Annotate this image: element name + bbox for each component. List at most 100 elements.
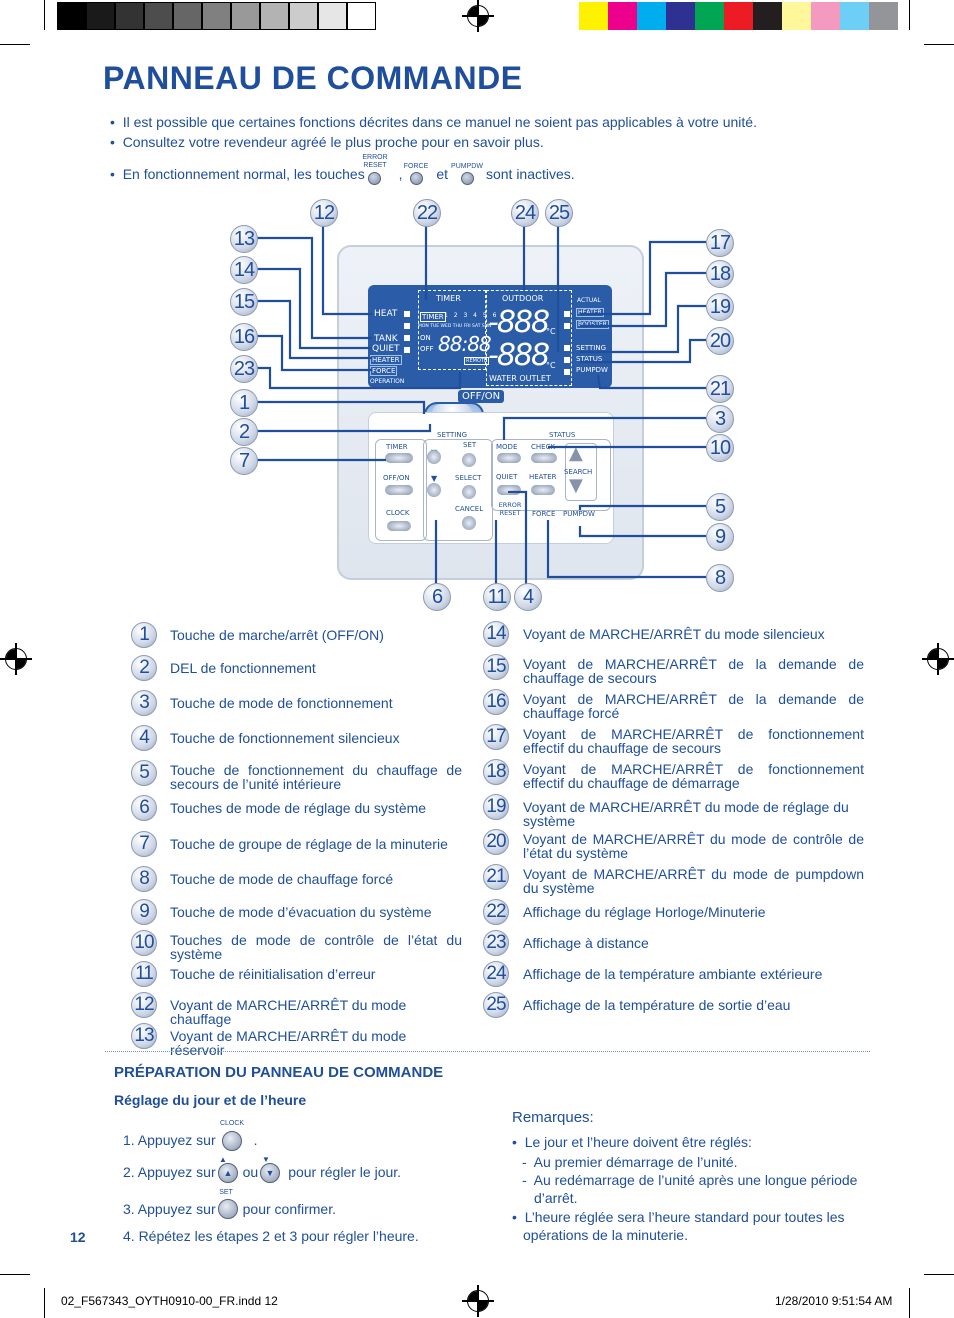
legend-number: 24 (483, 961, 509, 987)
cancel-key[interactable] (462, 516, 476, 530)
crop-mark (44, 1288, 45, 1318)
gray-swatch (86, 2, 115, 30)
legend-number: 11 (131, 961, 157, 987)
lcd-indicator (404, 347, 410, 353)
down-key[interactable] (427, 483, 441, 497)
quiet-key[interactable] (497, 485, 521, 495)
legend-text: Voyant de MARCHE/ARRÊT du mode de contrô… (523, 831, 864, 861)
select-key[interactable] (462, 485, 476, 499)
remark-dash-1: - Au premier démarrage de l’unité. (522, 1154, 738, 1170)
timer-key[interactable] (385, 453, 413, 463)
quiet-key-label: QUIET (496, 473, 518, 481)
footer-date: 1/28/2010 9:51:54 AM (775, 1294, 893, 1308)
lcd-indicator (564, 369, 570, 375)
legend-text: Voyant de MARCHE/ARRÊT du mode chauffage (170, 997, 407, 1027)
lcd-indicator (564, 323, 570, 329)
legend-number: 6 (131, 795, 157, 821)
legend-text: Affichage à distance (523, 935, 649, 951)
color-swatch (782, 2, 811, 30)
legend-text: Voyant de MARCHE/ARRÊT de la demande de … (523, 656, 864, 686)
registration-mark (922, 643, 954, 675)
lcd-deg-bottom: °C (546, 361, 556, 370)
lcd-timer-box (418, 290, 486, 370)
lcd-heater: HEATER (370, 355, 402, 365)
up-arrow-icon: ▲ (219, 1155, 227, 1164)
gray-swatch (260, 2, 289, 30)
prep-subheading: Réglage du jour et de l’heure (114, 1092, 307, 1108)
color-swatch (840, 2, 869, 30)
error-reset-key-label: ERROR RESET (498, 501, 522, 517)
callout-15: 15 (230, 288, 258, 316)
legend-number: 12 (131, 992, 157, 1018)
callout-8: 8 (706, 564, 734, 592)
legend-number: 17 (483, 724, 509, 750)
search-down-icon[interactable]: ▼ (569, 475, 583, 496)
gray-swatch (289, 2, 318, 30)
lcd-heat: HEAT (374, 309, 398, 319)
gray-swatch (173, 2, 202, 30)
clock-button-icon (222, 1131, 242, 1151)
lcd-off: OFF (420, 345, 434, 353)
callout-4: 4 (514, 583, 542, 611)
registration-mark (462, 0, 494, 32)
legend-text: Affichage du réglage Horloge/Minuterie (523, 904, 766, 920)
up-button-icon: ▲ (218, 1163, 238, 1183)
gray-swatch (231, 2, 260, 30)
remark-bullet-1: • Le jour et l’heure doivent être réglés… (512, 1134, 752, 1150)
page-title: PANNEAU DE COMMANDE (103, 60, 523, 96)
color-swatch (695, 2, 724, 30)
color-swatch (637, 2, 666, 30)
gray-swatch (115, 2, 144, 30)
cancel-key-label: CANCEL (455, 505, 484, 513)
error-reset-mini-button (368, 172, 381, 185)
legend-number: 23 (483, 930, 509, 956)
pumpdw-key-label: PUMPDW (563, 510, 595, 518)
clock-key[interactable] (387, 521, 411, 531)
lcd-on: ON (420, 334, 431, 342)
lcd-indicator (404, 311, 410, 317)
legend-number: 15 (483, 654, 509, 680)
set-key[interactable] (462, 453, 476, 467)
callout-5: 5 (706, 493, 734, 521)
heater-key[interactable] (531, 485, 555, 495)
lcd-deg-top: °C (546, 327, 556, 336)
check-key[interactable] (531, 453, 557, 463)
force-mini-label: FORCE (403, 163, 429, 170)
callout-9: 9 (706, 523, 734, 551)
callout-23: 23 (230, 355, 258, 383)
timer-key-label: TIMER (386, 443, 408, 451)
color-swatch (753, 2, 782, 30)
color-swatch (608, 2, 637, 30)
color-swatch (811, 2, 840, 30)
prep-step-1: 1. Appuyez sur. (123, 1132, 258, 1148)
up-key[interactable] (427, 450, 441, 464)
lcd-heater-right: HEATER (576, 308, 604, 317)
force-key-label: FORCE (532, 510, 556, 518)
mode-key[interactable] (497, 453, 521, 463)
legend-text: Voyant de MARCHE/ARRÊT du mode réservoir (170, 1028, 407, 1058)
legend-number: 5 (131, 760, 157, 786)
footer-file: 02_F567343_OYTH0910-00_FR.indd 12 (61, 1294, 278, 1308)
legend-text: Voyant de MARCHE/ARRÊT de la demande de … (523, 691, 864, 721)
heater-key-label: HEATER (529, 473, 557, 481)
set-label: SET (219, 1189, 233, 1196)
callout-14: 14 (230, 256, 258, 284)
legend-text: Touches de mode de réglage du système (170, 800, 427, 816)
timer-offon-key[interactable] (385, 485, 413, 495)
search-key-frame (565, 443, 597, 501)
callout-25: 25 (545, 199, 573, 227)
down-button-icon: ▼ (260, 1163, 280, 1183)
lcd-pumpdw: PUMPDW (576, 366, 608, 374)
callout-24: 24 (511, 199, 539, 227)
legend-text: Touche de groupe de réglage de la minute… (170, 836, 448, 852)
search-up-icon[interactable]: ▲ (569, 443, 583, 464)
pumpdw-mini-label: PUMPDW (451, 163, 483, 170)
legend-number: 16 (483, 689, 509, 715)
force-mini-button (410, 172, 423, 185)
gray-swatch (347, 2, 376, 30)
lcd-quiet: QUIET (372, 344, 400, 354)
lcd-indicator (564, 357, 570, 363)
callout-3: 3 (706, 405, 734, 433)
callout-21: 21 (706, 375, 734, 403)
